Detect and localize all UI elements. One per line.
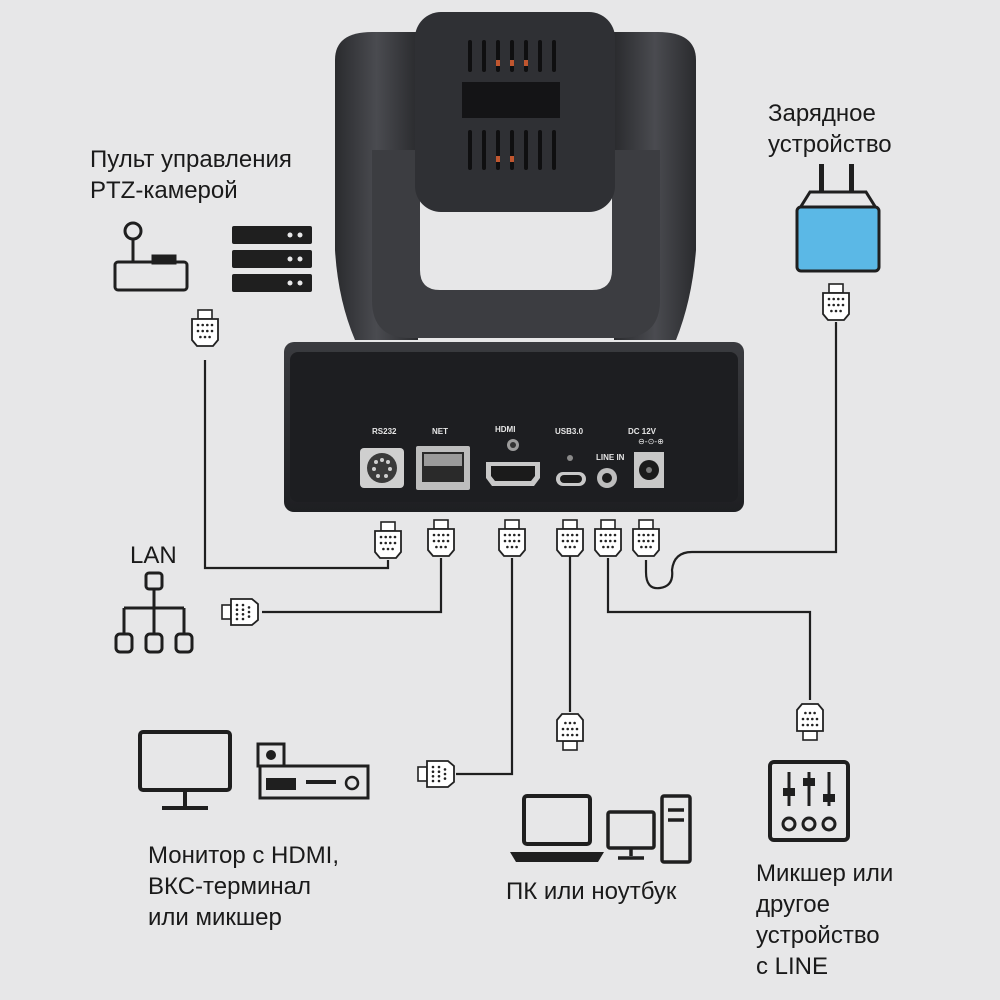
lan-tree-icon <box>114 571 194 654</box>
audio-mixer-icon <box>768 760 850 842</box>
server-rack-icon <box>232 226 312 292</box>
desktop-pc-icon <box>606 794 692 864</box>
connector-plug-icon <box>594 519 622 557</box>
label-mixer: Микшер или другое устройство с LINE <box>756 860 894 980</box>
net-port <box>416 446 470 490</box>
line-in-port <box>597 468 617 488</box>
cable-power <box>644 322 838 590</box>
port-label-net: NET <box>432 427 448 436</box>
laptop-icon <box>510 794 604 862</box>
connector-plug-icon <box>556 519 584 557</box>
connector-plug-icon <box>498 519 526 557</box>
connector-plug-icon <box>427 519 455 557</box>
dc-port: ⊖-⊙-⊕ <box>634 437 664 488</box>
monitor-icon <box>138 730 232 810</box>
connector-plug-icon <box>556 713 584 751</box>
port-label-dc: DC 12V <box>628 427 657 436</box>
port-label-line-in: LINE IN <box>596 453 625 462</box>
cable-line <box>606 558 812 700</box>
cables <box>203 322 838 776</box>
port-label-rs232: RS232 <box>372 427 397 436</box>
port-label-usb: USB3.0 <box>555 427 584 436</box>
usb-port <box>556 455 586 486</box>
connector-plug-icon <box>221 598 259 626</box>
connector-plug-icon <box>191 309 219 347</box>
hdmi-port <box>486 439 540 486</box>
charger-icon <box>795 164 881 273</box>
connector-plug-icon <box>822 283 850 321</box>
vcs-terminal-icon <box>256 742 370 800</box>
label-charger: Зарядное устройство <box>768 100 892 158</box>
connector-plug-icon <box>374 521 402 559</box>
port-label-hdmi: HDMI <box>495 425 515 434</box>
connector-plug-icon <box>417 760 455 788</box>
connector-plug-icon <box>796 703 824 741</box>
cable-rs232 <box>203 360 390 570</box>
label-monitor: Монитор с HDMI, ВКС-терминал или микшер <box>148 842 340 931</box>
connector-plug-icon <box>632 519 660 557</box>
label-ptz-controller: Пульт управления PTZ-камерой <box>90 146 292 204</box>
label-lan: LAN <box>130 542 177 569</box>
joystick-icon <box>113 221 189 292</box>
cable-hdmi <box>456 558 514 776</box>
label-pc: ПК или ноутбук <box>506 878 677 905</box>
ptz-camera: RS232 NET HDMI USB3.0 LINE IN DC 12V <box>284 12 744 512</box>
cable-lan <box>262 558 443 614</box>
svg-text:⊖-⊙-⊕: ⊖-⊙-⊕ <box>638 437 664 446</box>
rs232-port <box>360 448 404 488</box>
